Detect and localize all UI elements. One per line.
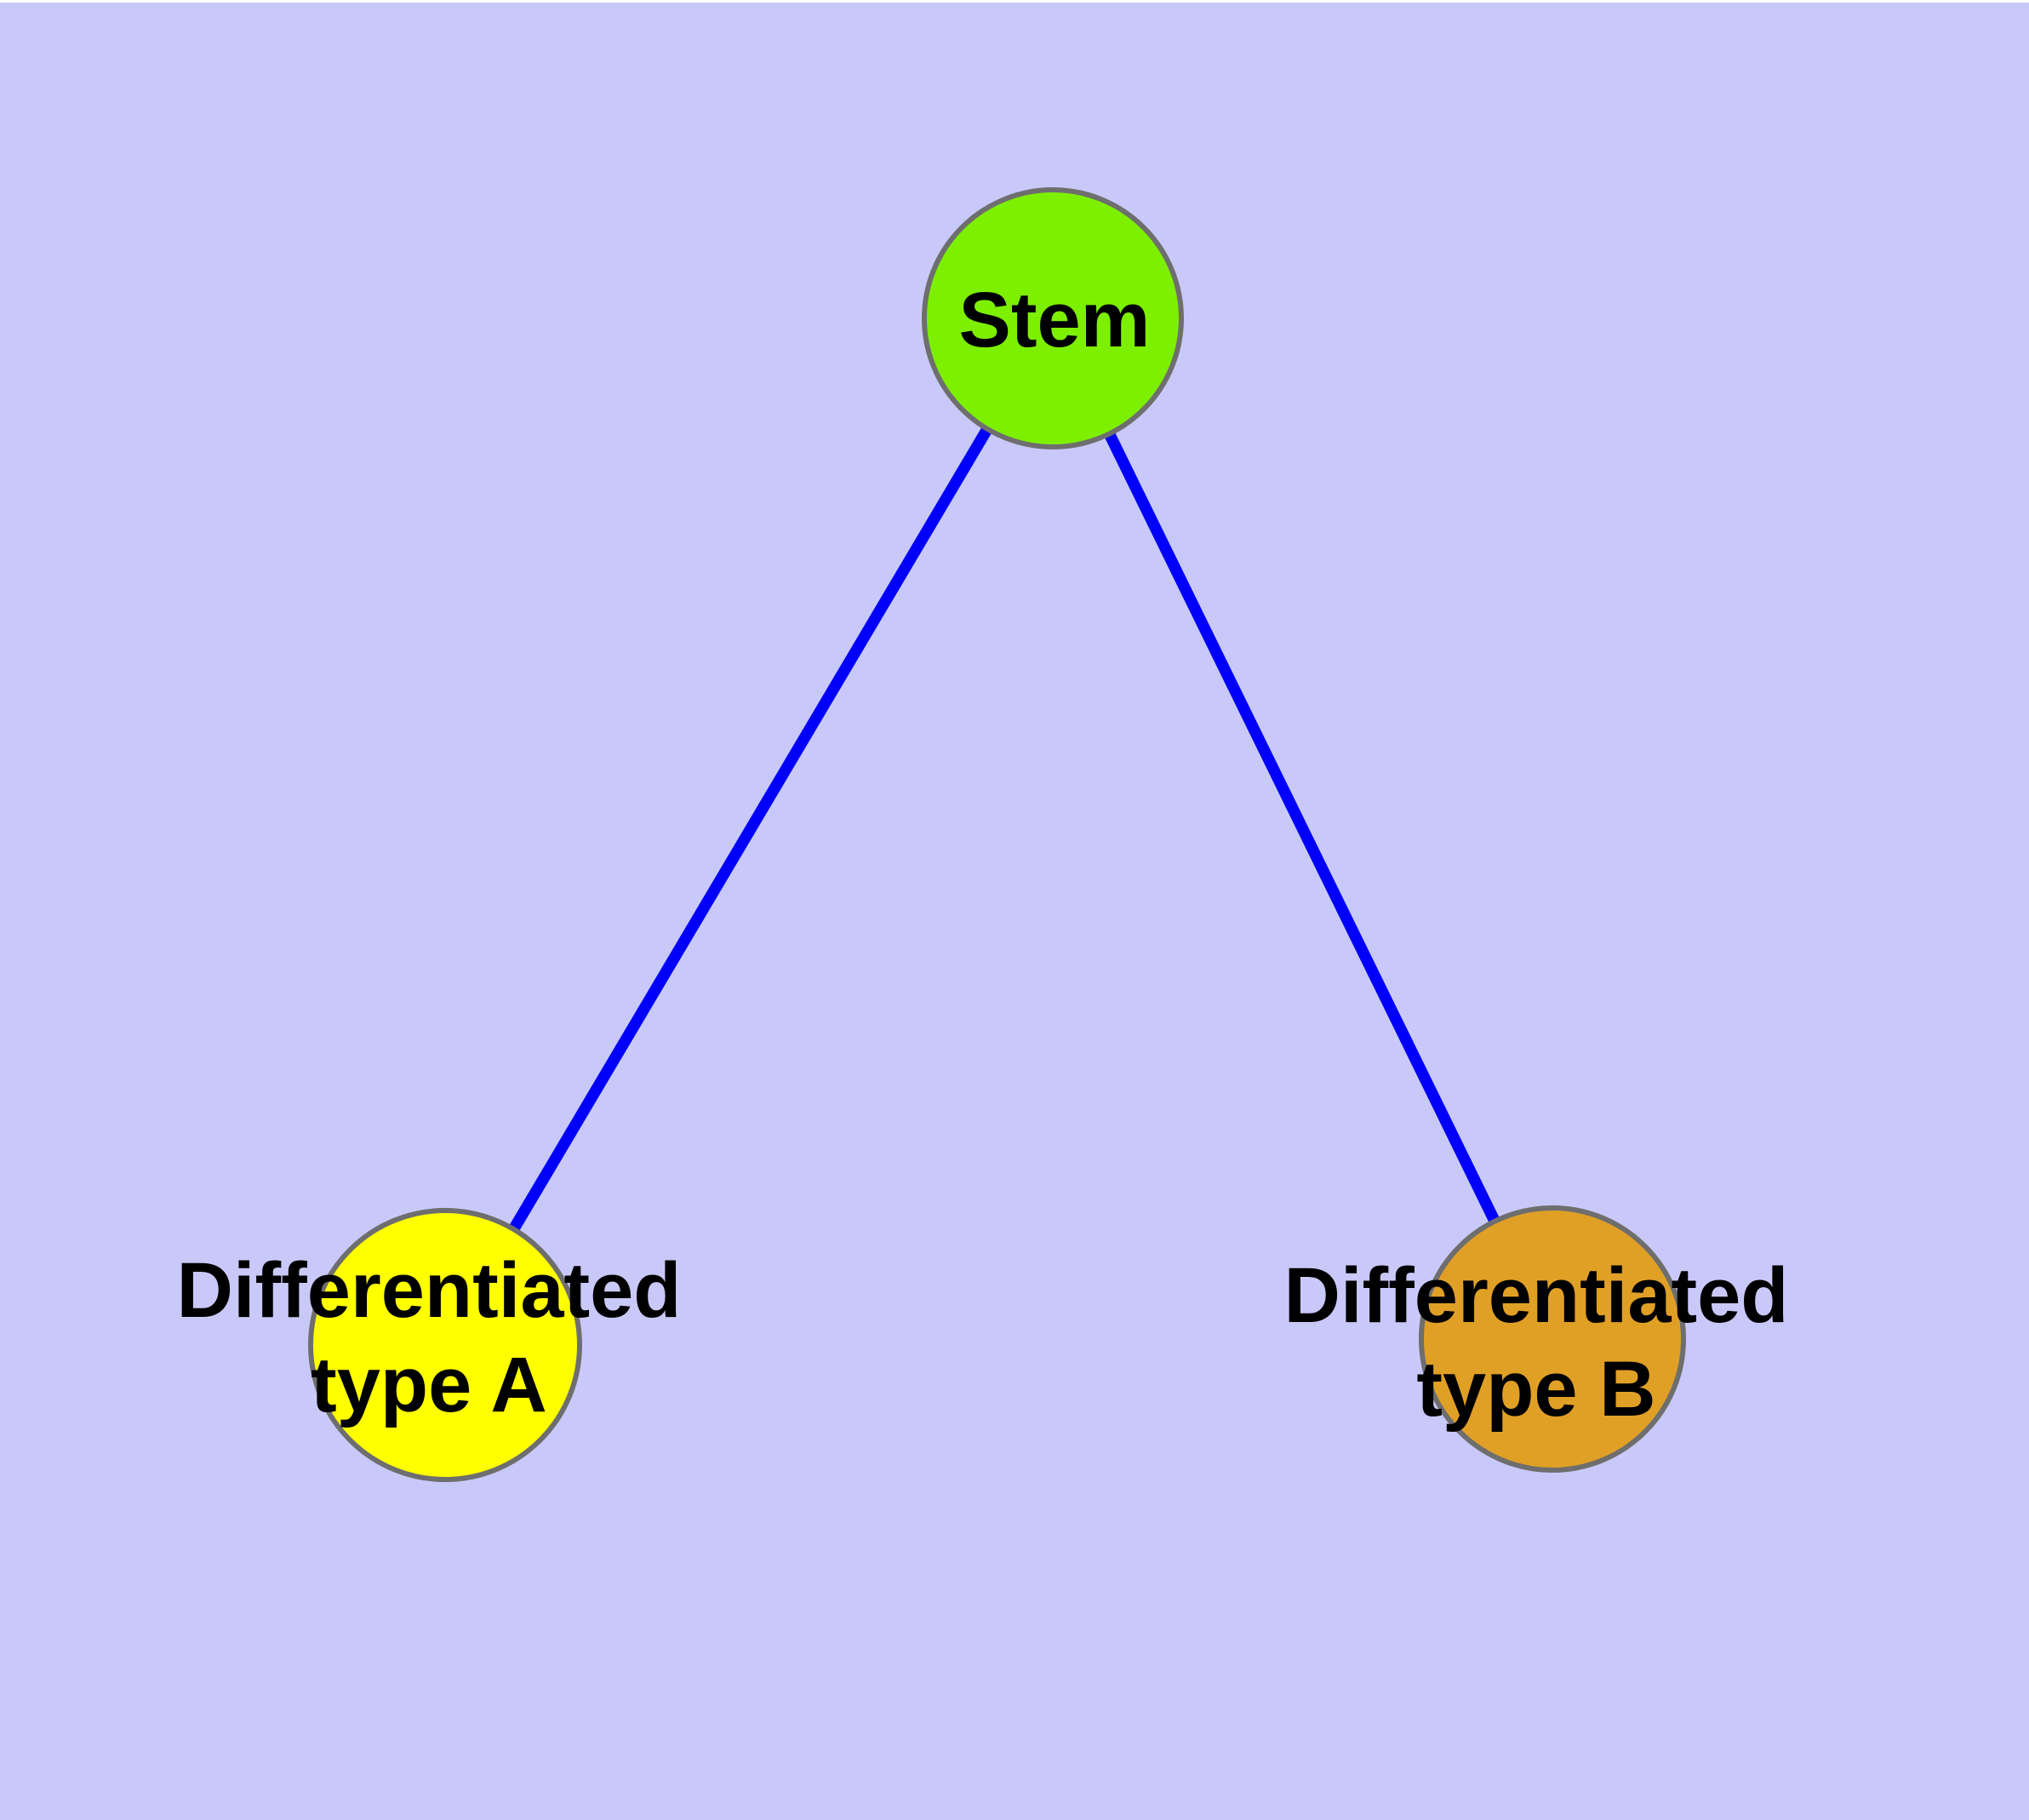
node-differentiated-type-a xyxy=(308,1208,582,1482)
label-type-a-line1: Differentiated xyxy=(177,1247,682,1334)
node-group xyxy=(308,187,1686,1482)
label-type-a-line2: type A xyxy=(311,1342,547,1428)
label-type-b-line1: Differentiated xyxy=(1284,1252,1789,1339)
edge-stem-to-type-a xyxy=(440,315,1058,1348)
label-group: Stem Differentiated type A Differentiate… xyxy=(177,277,1789,1433)
label-type-b-line2: type B xyxy=(1416,1346,1655,1433)
edge-group xyxy=(440,315,1558,1348)
node-stem xyxy=(922,187,1184,449)
node-differentiated-type-b xyxy=(1419,1205,1686,1473)
label-stem: Stem xyxy=(959,277,1151,363)
edge-stem-to-type-b xyxy=(1047,316,1558,1342)
